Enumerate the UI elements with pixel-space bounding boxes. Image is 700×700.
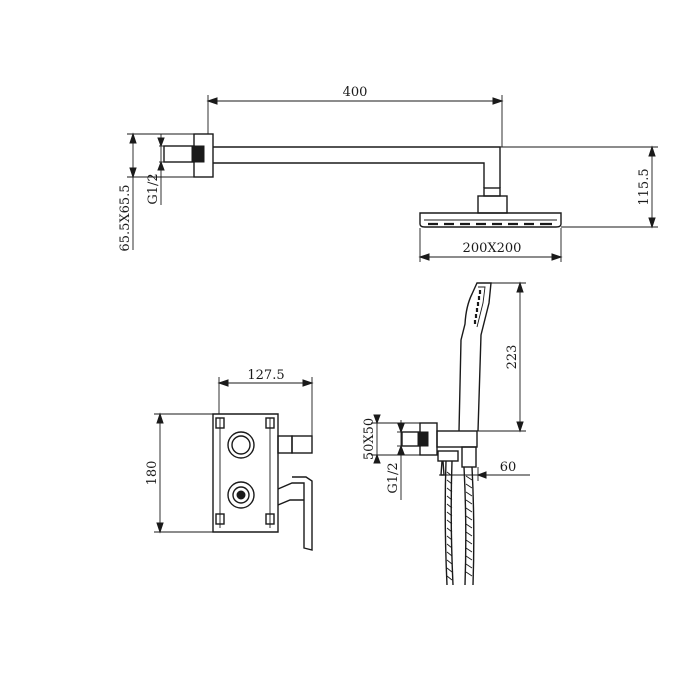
- dim-head-size: 200X200: [418, 228, 563, 262]
- valve-handle: [277, 476, 313, 551]
- thread-hatch-hand: [417, 431, 429, 447]
- holder-bracket: [436, 430, 478, 448]
- valve-tab-bl: [215, 513, 225, 525]
- valve-outlet-cap: [291, 435, 313, 454]
- valve-cartridge-top: [227, 431, 255, 459]
- dim-hand-offset: 60: [439, 460, 530, 481]
- dim-handshower-height: 223: [477, 281, 526, 433]
- label-thread-hand: G1/2: [386, 462, 401, 493]
- valve-box-outer: [212, 413, 279, 533]
- concealed-valve: [212, 413, 313, 551]
- valve-tab-tr: [265, 417, 275, 429]
- dim-valve-width: 127.5: [217, 368, 314, 436]
- label-arm-length: 400: [343, 85, 368, 100]
- label-head-size: 200X200: [463, 241, 522, 256]
- valve-outlet-neck: [277, 435, 293, 454]
- dim-thread-hand: G1/2: [386, 420, 405, 500]
- dim-arm-length: 400: [206, 85, 504, 147]
- valve-box-walls: [219, 418, 271, 528]
- hose-left-texture: [446, 471, 453, 581]
- head-neck: [477, 195, 508, 214]
- holder-base: [461, 446, 477, 468]
- label-hand-offset: 60: [500, 460, 517, 475]
- hose-connector: [437, 450, 459, 462]
- label-thread-top: G1/2: [146, 173, 161, 204]
- valve-tab-br: [265, 513, 275, 525]
- dim-flange-hand: 50X50: [362, 414, 420, 464]
- hand-shower-assembly: [401, 282, 492, 586]
- valve-tab-tl: [215, 417, 225, 429]
- dim-thread-top: G1/2: [146, 134, 165, 205]
- shower-arm-assembly: [163, 133, 562, 228]
- dim-valve-height: 180: [145, 412, 213, 534]
- arm-inner: [213, 162, 485, 188]
- dim-drop-height: 115.5: [500, 145, 658, 229]
- hose-left: [444, 460, 454, 586]
- thread-hatch-top: [191, 145, 205, 163]
- arm-outer: [213, 146, 501, 188]
- handset-face: [476, 286, 486, 328]
- hose-right-texture: [465, 475, 473, 577]
- label-handshower-height: 223: [505, 345, 520, 370]
- valve-handle-lower: [277, 499, 304, 506]
- valve-diverter-core: [236, 490, 246, 500]
- hose-right: [463, 466, 475, 586]
- arm-elbow: [483, 187, 501, 197]
- valve-diverter: [227, 481, 255, 509]
- thread-stub-hand: [401, 431, 421, 447]
- label-flange-hand: 50X50: [362, 418, 377, 460]
- label-drop-height: 115.5: [637, 168, 652, 205]
- valve-diverter-ring: [232, 486, 250, 504]
- label-valve-width: 127.5: [247, 368, 284, 383]
- label-flange-top: 65.5X65.5: [118, 184, 133, 251]
- handset-body: [458, 282, 492, 432]
- hose-nut: [440, 460, 445, 476]
- handset-nozzles: [473, 290, 482, 324]
- valve-cartridge-top-inner: [231, 435, 251, 455]
- shower-head: [419, 212, 562, 228]
- thread-stub-top: [163, 145, 195, 163]
- dim-flange-top: 65.5X65.5: [118, 132, 194, 252]
- label-valve-height: 180: [145, 461, 160, 486]
